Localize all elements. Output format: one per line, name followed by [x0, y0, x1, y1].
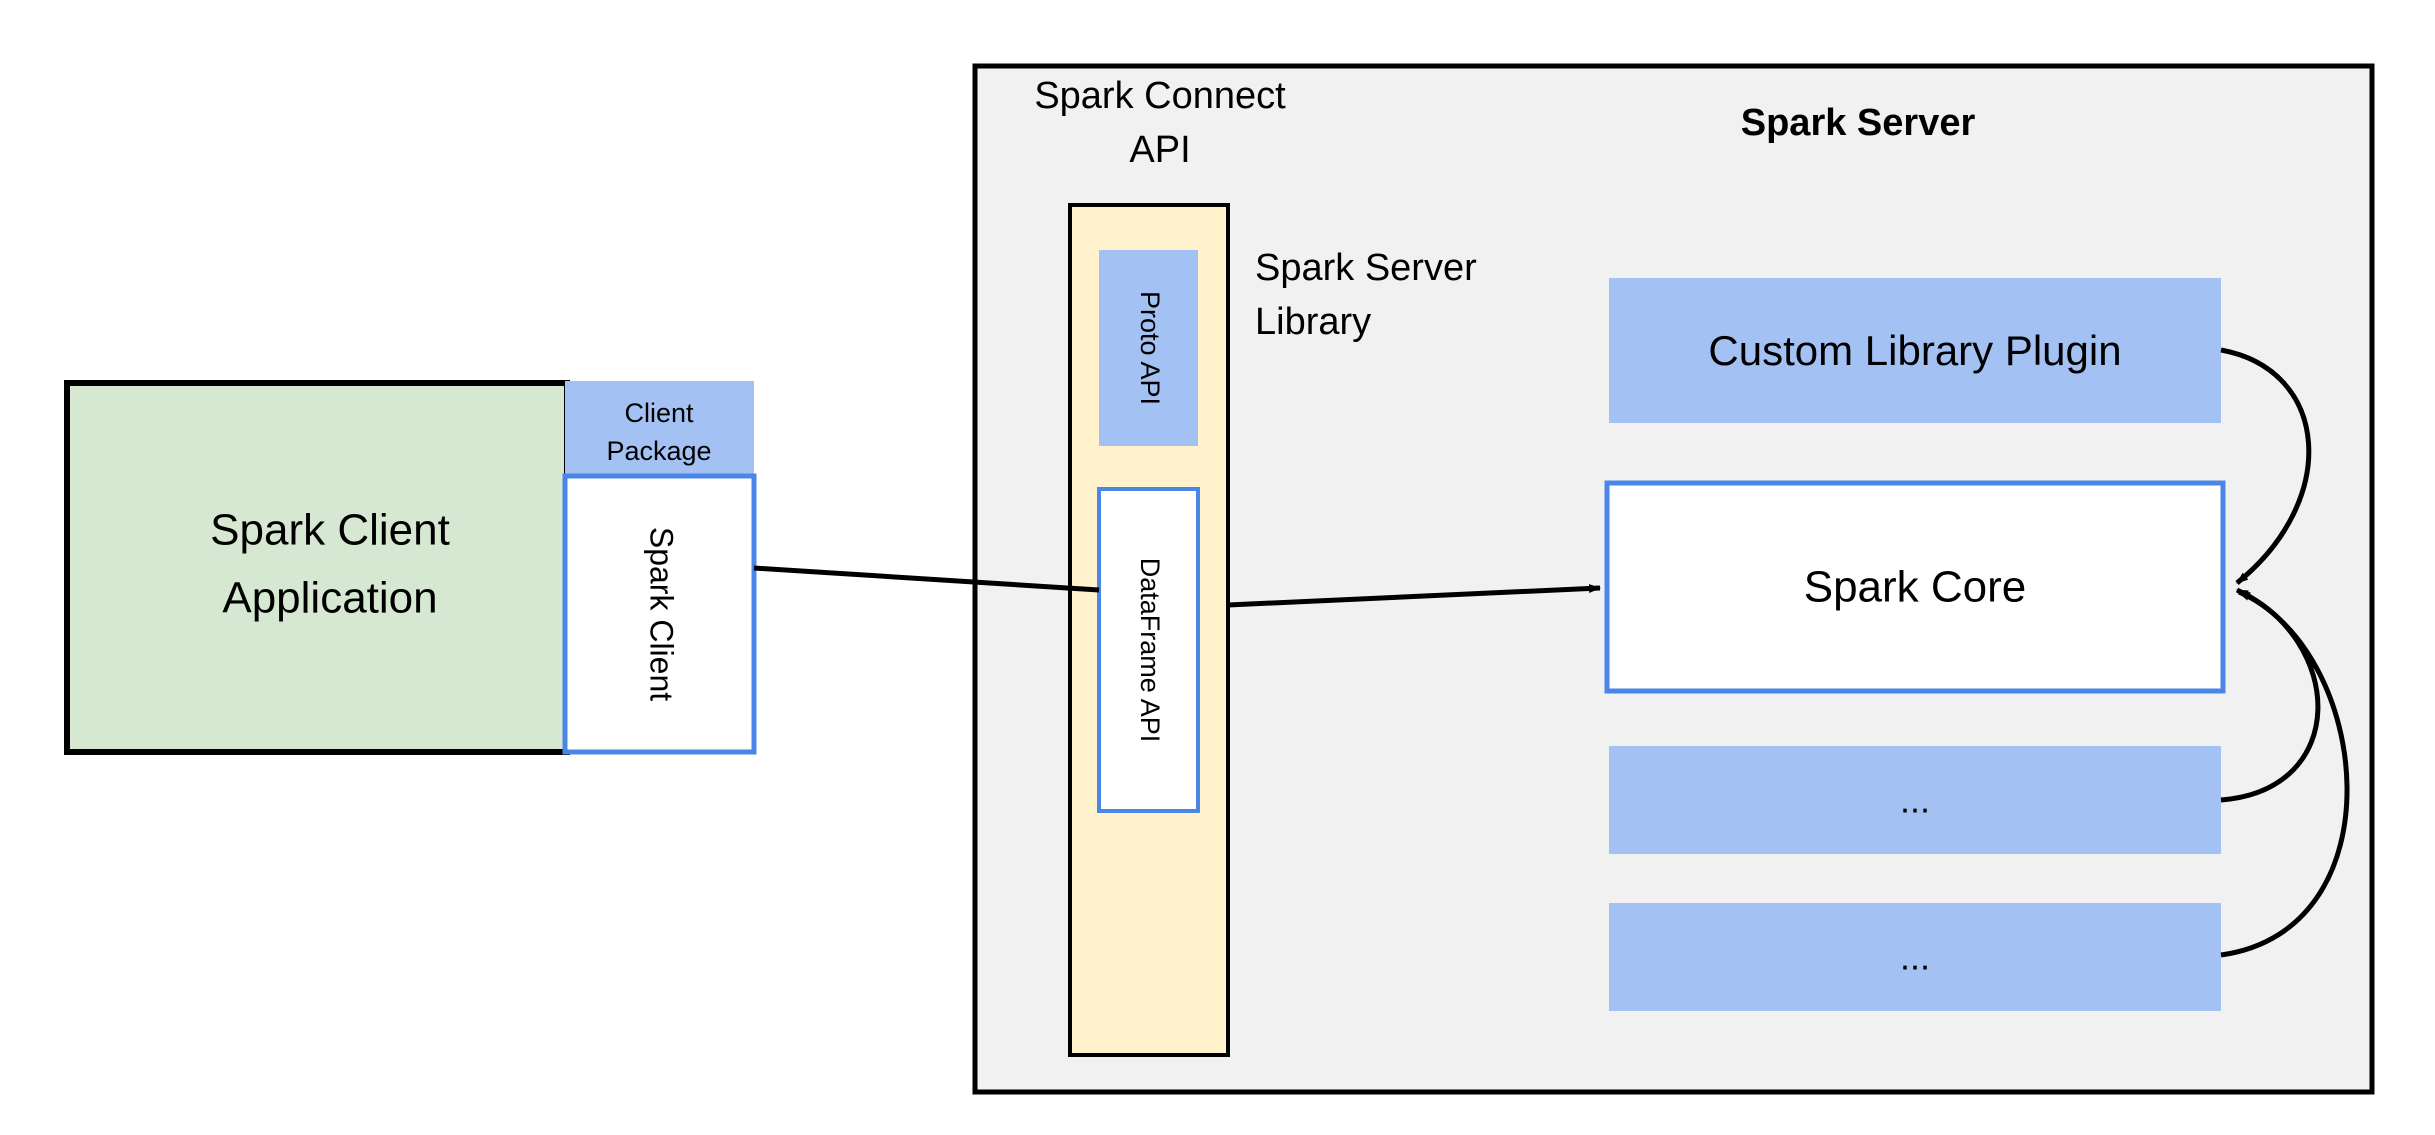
- ellipsis-label-1: ...: [1900, 780, 1930, 821]
- custom-library-plugin-label: Custom Library Plugin: [1708, 327, 2121, 374]
- dataframe-api-label: DataFrame API: [1135, 558, 1165, 743]
- arrow-plugin-to-core: [2220, 347, 2312, 585]
- arrow-client-to-api-segment: [753, 565, 1100, 593]
- ellipsis-label-2: ...: [1900, 937, 1930, 978]
- client-package-label-line2: Package: [606, 436, 711, 466]
- spark-connect-api-label-line2: API: [1129, 129, 1190, 171]
- spark-core-box: [1604, 480, 2226, 694]
- spark-connect-api-label-line1: Spark Connect: [1034, 75, 1286, 117]
- spark-server-title: Spark Server: [1741, 102, 1976, 144]
- spark-client-application-label-line1: Spark Client: [210, 506, 450, 555]
- ellipsis-box-2: [1609, 903, 2221, 1011]
- spark-client-box: [562, 473, 757, 755]
- spark-core-label: Spark Core: [1804, 563, 2027, 612]
- ellipsis-box-1: [1609, 746, 2221, 854]
- arrow-ellipsis2-to-core: [2220, 589, 2350, 958]
- dataframe-api-box: [1097, 487, 1200, 813]
- proto-api-box: [1099, 250, 1198, 446]
- arrow-api-to-core-segment: [1227, 584, 1601, 608]
- client-package-label-line1: Client: [624, 398, 694, 428]
- client-package-box: [565, 381, 754, 476]
- custom-library-plugin-box: [1609, 278, 2221, 423]
- proto-api-label: Proto API: [1135, 291, 1165, 405]
- spark-client-application-label-line2: Application: [222, 574, 437, 623]
- spark-client-label: Spark Client: [644, 527, 680, 701]
- spark-server-library-label-line2: Library: [1255, 301, 1371, 343]
- spark-client-application-box: [64, 380, 570, 755]
- spark-server-library-label-line1: Spark Server: [1255, 247, 1477, 289]
